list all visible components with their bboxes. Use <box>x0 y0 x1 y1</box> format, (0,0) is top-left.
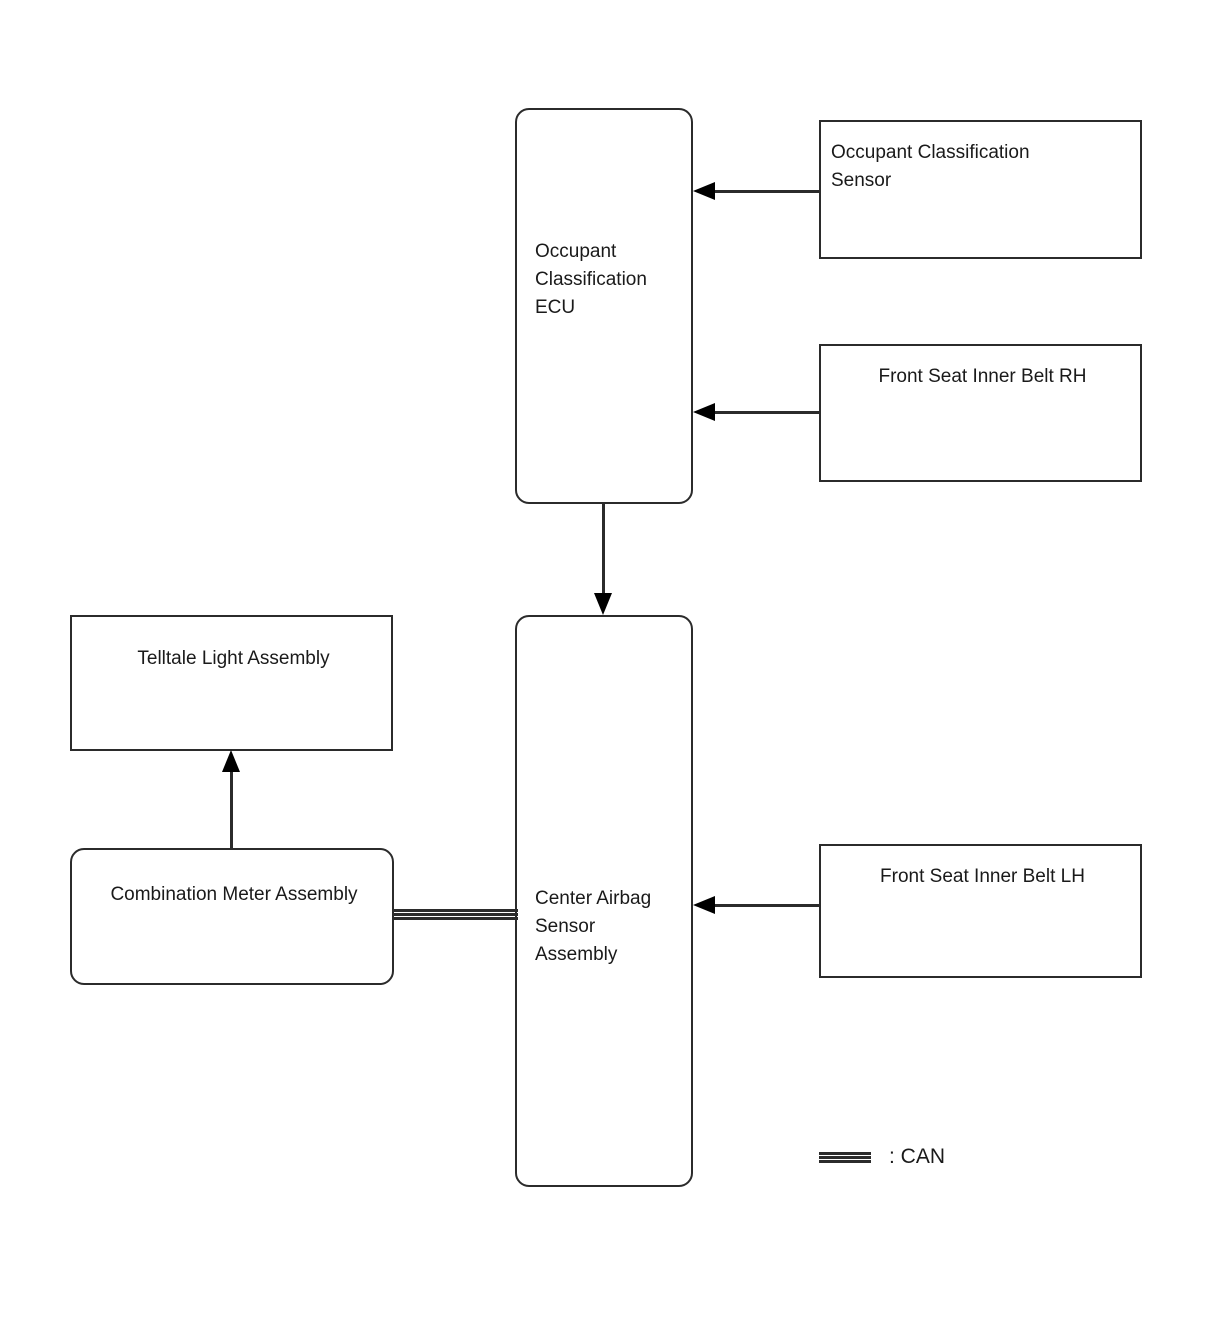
legend: : CAN <box>819 1140 945 1174</box>
node-center-airbag-sensor-assembly: Center Airbag Sensor Assembly <box>515 615 693 1187</box>
node-label: Telltale Light Assembly <box>137 648 330 669</box>
can-bus-swatch-icon <box>819 1151 871 1163</box>
legend-label: : CAN <box>889 1145 946 1168</box>
connector-line <box>714 190 820 193</box>
node-combination-meter-assembly: Combination Meter Assembly <box>70 848 394 985</box>
node-label: Occupant Classification ECU <box>535 241 647 318</box>
connector-line <box>714 411 820 414</box>
node-telltale-light-assembly: Telltale Light Assembly <box>70 615 393 751</box>
node-label: Combination Meter Assembly <box>110 884 358 905</box>
node-label: Front Seat Inner Belt RH <box>878 366 1087 387</box>
arrow-head-icon <box>693 182 715 200</box>
node-label: Front Seat Inner Belt LH <box>880 866 1085 887</box>
node-occupant-classification-sensor: Occupant Classification Sensor <box>819 120 1142 259</box>
node-front-seat-inner-belt-lh: Front Seat Inner Belt LH <box>819 844 1142 978</box>
connector-line <box>230 770 233 850</box>
arrow-head-icon <box>693 896 715 914</box>
arrow-head-icon <box>222 750 240 772</box>
arrow-head-icon <box>594 593 612 615</box>
node-label: Center Airbag Sensor Assembly <box>535 888 652 965</box>
connector-line <box>602 503 605 595</box>
arrow-head-icon <box>693 403 715 421</box>
node-front-seat-inner-belt-rh: Front Seat Inner Belt RH <box>819 344 1142 482</box>
node-occupant-classification-ecu: Occupant Classification ECU <box>515 108 693 504</box>
node-label: Occupant Classification Sensor <box>831 142 1030 191</box>
connector-can-bus <box>392 909 518 920</box>
connector-line <box>714 904 820 907</box>
